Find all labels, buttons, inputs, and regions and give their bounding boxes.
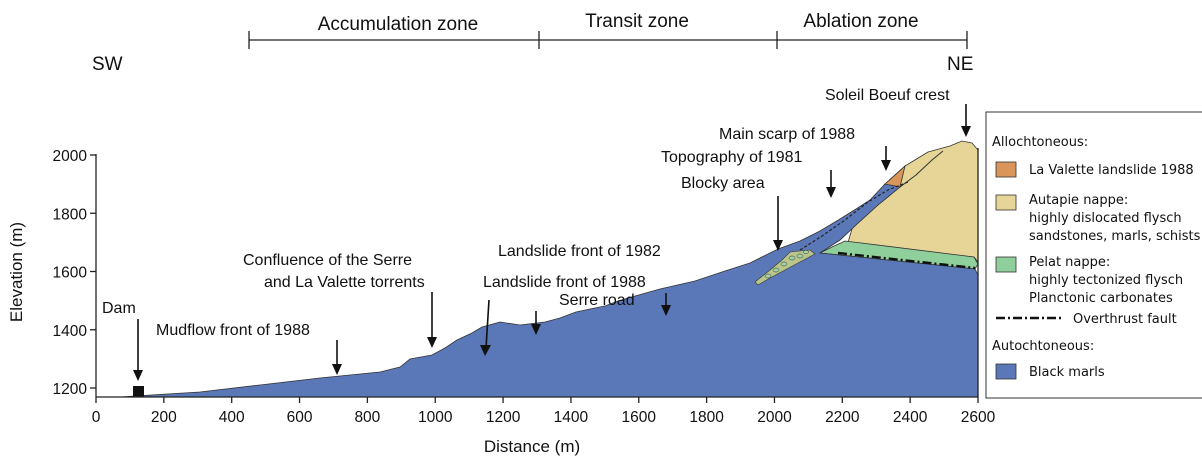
arrowhead: [961, 126, 971, 137]
legend-label-autapie-line3: sandstones, marls, schists: [1029, 229, 1201, 244]
arrowhead: [133, 370, 143, 381]
x-tick-label: 1200: [486, 409, 521, 426]
legend-label-pelat-line2: highly tectonized flysch: [1029, 273, 1183, 288]
y-tick-label: 1400: [53, 323, 88, 340]
y-axis-title: Elevation (m): [7, 222, 26, 322]
block: [788, 255, 796, 261]
y-tick-label: 2000: [53, 148, 88, 165]
direction-sw: SW: [92, 54, 123, 75]
x-tick-label: 600: [287, 409, 313, 426]
label-topography-1981: Topography of 1981: [661, 149, 803, 166]
x-tick-label: 800: [354, 409, 380, 426]
arrowhead: [531, 324, 541, 335]
label-dam: Dam: [102, 300, 136, 317]
blocky-area: [754, 249, 816, 286]
x-tick-label: 200: [151, 409, 177, 426]
y-tick-label: 1800: [53, 206, 88, 223]
y-tick-label: 1600: [53, 265, 88, 282]
x-tick-label: 1400: [554, 409, 589, 426]
direction-ne: NE: [947, 54, 973, 75]
overthrust-fault-line: [837, 251, 976, 270]
x-tick-label: 2600: [961, 409, 996, 426]
legend-label-autapie-line2: highly dislocated flysch: [1029, 211, 1182, 226]
zone-label-transit: Transit zone: [585, 11, 689, 32]
block: [803, 249, 809, 255]
legend-label-black-marls: Black marls: [1029, 365, 1105, 380]
legend-swatch-black-marls: [995, 363, 1017, 380]
x-tick-label: 1800: [689, 409, 724, 426]
label-mudflow-front-1988: Mudflow front of 1988: [156, 322, 310, 339]
arrowhead: [773, 240, 783, 251]
annotation-arrows: [133, 104, 971, 381]
x-tick-label: 2000: [757, 409, 792, 426]
arrowhead: [480, 345, 491, 356]
x-ticks: 0 200 400 600 800 1000 1200 1400 1600 1800 2000 220…: [92, 397, 996, 426]
legend-autochtoneous-heading: Autochtoneous:: [992, 339, 1094, 354]
x-tick-label: 1600: [622, 409, 657, 426]
label-blocky-area: Blocky area: [681, 175, 765, 192]
label-serre-road: Serre road: [559, 292, 635, 309]
legend-label-autapie-line1: Autapie nappe:: [1029, 193, 1128, 208]
arrowhead: [826, 187, 836, 198]
label-soleil-boeuf-crest: Soleil Boeuf crest: [825, 87, 950, 104]
x-tick-label: 2400: [893, 409, 928, 426]
x-tick-label: 1000: [418, 409, 453, 426]
legend: Allochtoneous: La Valette landslide 1988…: [985, 111, 1202, 399]
x-axis-title: Distance (m): [484, 437, 580, 456]
label-landslide-front-1982: Landslide front of 1982: [498, 243, 661, 260]
zone-label-accumulation: Accumulation zone: [318, 14, 479, 35]
legend-label-landslide-1988: La Valette landslide 1988: [1029, 163, 1194, 178]
autapie-internal-line: [899, 150, 944, 188]
arrowhead: [661, 305, 671, 316]
axes: [95, 148, 979, 398]
y-ticks: 1200 1400 1600 1800 2000: [53, 148, 96, 398]
dam-marker: [133, 386, 144, 397]
legend-allochtoneous-heading: Allochtoneous:: [992, 135, 1088, 150]
block: [796, 253, 804, 259]
label-landslide-front-1988: Landslide front of 1988: [483, 274, 646, 291]
label-confluence-line2: and La Valette torrents: [264, 274, 425, 291]
block: [764, 273, 772, 279]
legend-label-pelat-line1: Pelat nappe:: [1029, 255, 1110, 270]
arrowhead: [427, 337, 437, 348]
legend-label-pelat-line3: Planctonic carbonates: [1029, 291, 1173, 306]
zone-label-ablation: Ablation zone: [803, 11, 918, 32]
x-tick-label: 400: [219, 409, 245, 426]
arrowhead: [332, 364, 342, 375]
legend-swatch-landslide-1988: [995, 161, 1017, 178]
x-tick-label: 2200: [825, 409, 860, 426]
arrowhead: [881, 160, 891, 171]
zone-bar: [248, 31, 968, 49]
block: [772, 267, 780, 273]
block: [780, 261, 788, 267]
label-main-scarp-1988: Main scarp of 1988: [719, 126, 855, 143]
legend-swatch-pelat: [995, 256, 1017, 273]
legend-label-overthrust: Overthrust fault: [1073, 312, 1177, 327]
arrow-landslide-front-1988: [485, 299, 490, 349]
legend-box: [985, 111, 1202, 399]
y-tick-label: 1200: [53, 381, 88, 398]
black-marls-layer: [119, 183, 979, 398]
x-tick-label: 0: [92, 409, 101, 426]
label-confluence-line1: Confluence of the Serre: [243, 252, 412, 269]
topography-1981-line: [799, 181, 909, 251]
legend-swatch-autapie: [995, 194, 1017, 211]
